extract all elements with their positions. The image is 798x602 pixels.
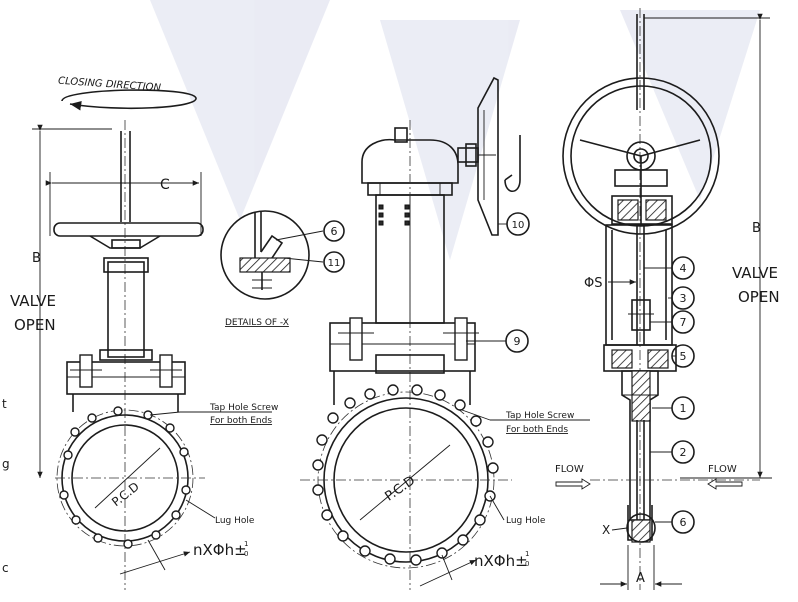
phi-s-label: ΦS — [584, 276, 602, 291]
valve-open-right-2: OPEN — [738, 288, 780, 306]
right-valve-view: ΦS X A FLOW FLOW B VALVE OPEN — [555, 8, 780, 590]
flow-right-label: FLOW — [708, 464, 737, 475]
svg-text:9: 9 — [514, 335, 521, 348]
nxphi-left: nXΦh± — [193, 541, 247, 559]
svg-text:10: 10 — [512, 220, 525, 231]
tol-mid-bottom: 0 — [525, 560, 529, 568]
tap-hole-left-1: Tap Hole Screw — [209, 403, 278, 413]
flange-bolts-left — [70, 354, 182, 388]
balloon-1: 1 — [671, 396, 695, 420]
valve-open-right-1: VALVE — [732, 264, 778, 282]
handwheel-right[interactable] — [562, 77, 720, 235]
edge-mark-t: t — [2, 397, 7, 411]
balloon-7: 7 — [671, 310, 695, 334]
lug-bolts-left — [59, 406, 191, 549]
dim-b-left-label: B — [32, 251, 41, 266]
svg-text:6: 6 — [680, 516, 687, 529]
details-x-label: DETAILS OF -X — [225, 318, 289, 328]
dim-c-label: C — [160, 177, 170, 193]
flow-left-label: FLOW — [555, 464, 584, 475]
pcd-mid-label: P.C.D — [382, 473, 418, 504]
closing-direction-arrow — [61, 89, 197, 111]
x-mark: X — [602, 523, 610, 537]
dim-b-right-label: B — [752, 221, 761, 236]
tol-left-bottom: 0 — [244, 550, 248, 558]
flow-right-arrow — [707, 478, 743, 490]
balloon-6-side: 6 — [671, 510, 695, 534]
valve-open-left-1: VALVE — [10, 292, 56, 310]
edge-mark-g: g — [2, 457, 10, 471]
edge-mark-c: c — [2, 561, 9, 575]
svg-text:7: 7 — [680, 316, 687, 329]
balloon-4: 4 — [671, 256, 695, 280]
svg-text:5: 5 — [680, 350, 687, 363]
balloon-10: 10 — [498, 212, 530, 236]
lug-hole-mid: Lug Hole — [506, 516, 546, 526]
balloon-6-detail: 6 — [323, 220, 345, 242]
tap-hole-mid-1: Tap Hole Screw — [505, 411, 574, 421]
nxphi-mid: nXΦh± — [474, 552, 528, 570]
flange-bolts-mid — [338, 317, 479, 361]
handwheel[interactable] — [53, 222, 204, 237]
svg-text:1: 1 — [680, 402, 687, 415]
tap-hole-mid-2: For both Ends — [506, 425, 568, 435]
tap-hole-left-2: For both Ends — [210, 416, 272, 426]
side-handwheel[interactable] — [477, 76, 499, 236]
gearbox — [361, 138, 459, 184]
svg-text:3: 3 — [680, 292, 687, 305]
svg-text:6: 6 — [331, 225, 338, 238]
balloon-11: 11 — [323, 251, 345, 273]
tol-mid-top: 1 — [525, 550, 529, 558]
lug-bolts-mid — [312, 384, 499, 566]
detail-x: DETAILS OF -X — [220, 210, 324, 328]
svg-text:2: 2 — [680, 446, 687, 459]
dim-a-label: A — [636, 571, 645, 586]
j-hook-icon — [504, 135, 521, 193]
valve-open-left-2: OPEN — [14, 316, 56, 334]
balloon-3: 3 — [671, 286, 695, 310]
tol-left-top: 1 — [244, 540, 248, 548]
flow-left-arrow — [555, 478, 591, 490]
middle-valve-view: P.C.D Tap Hole Screw For both Ends Lug H… — [300, 76, 590, 590]
yoke-holes — [378, 204, 410, 226]
pcd-left-label: P.C.D — [109, 479, 142, 509]
balloon-2: 2 — [671, 440, 695, 464]
balloon-5: 5 — [671, 344, 695, 368]
svg-text:4: 4 — [680, 262, 687, 275]
balloon-9: 9 — [505, 329, 529, 353]
svg-text:11: 11 — [328, 258, 341, 269]
lug-hole-left: Lug Hole — [215, 516, 255, 526]
